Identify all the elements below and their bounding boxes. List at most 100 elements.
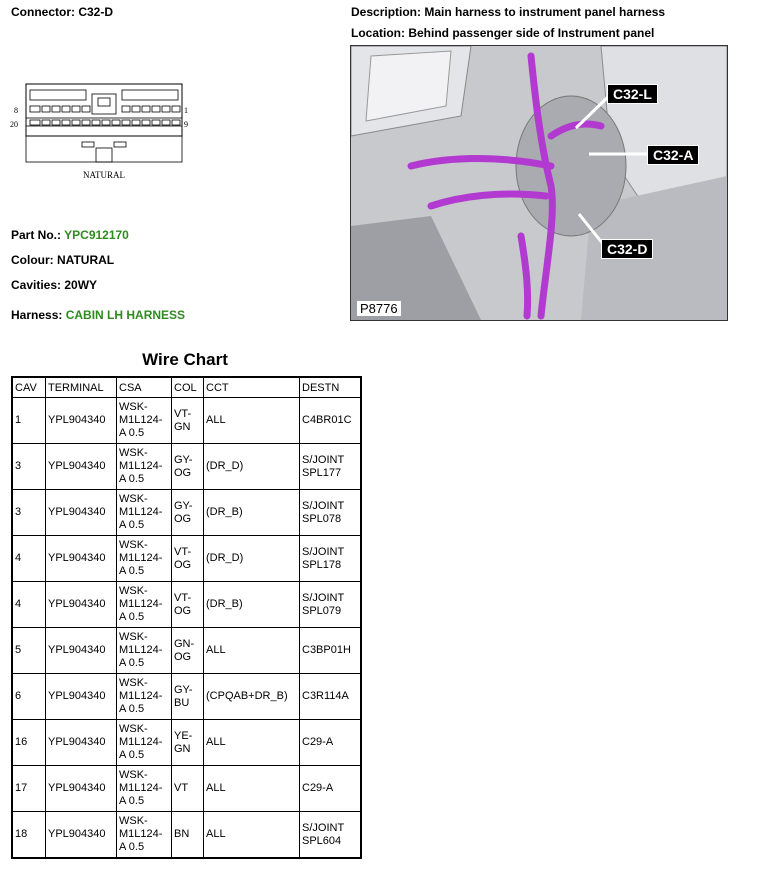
pin-label-bottom-right: 9 [184, 120, 188, 129]
cell-destn: S/JOINT SPL079 [299, 581, 362, 628]
harness-link[interactable]: CABIN LH HARNESS [65, 308, 186, 322]
cell-cct: ALL [203, 719, 300, 766]
cell-cct: ALL [203, 765, 300, 812]
callout-c32-d: C32-D [601, 239, 654, 259]
cell-csa: WSK-M1L124-A 0.5 [116, 627, 172, 674]
cell-csa: WSK-M1L124-A 0.5 [116, 535, 172, 582]
cell-cav: 3 [11, 489, 46, 536]
cell-destn: S/JOINT SPL178 [299, 535, 362, 582]
harness-line: Harness: CABIN LH HARNESS [11, 308, 185, 322]
pin-label-bottom-left: 20 [10, 120, 18, 129]
cell-csa: WSK-M1L124-A 0.5 [116, 397, 172, 444]
cell-cct: ALL [203, 627, 300, 674]
colour-value: NATURAL [57, 253, 115, 267]
cavities-value: 20WY [64, 278, 98, 292]
connector-label: Connector: [11, 5, 75, 19]
cell-terminal: YPL904340 [45, 581, 117, 628]
cell-cct: (DR_D) [203, 535, 300, 582]
cell-col: VT-OG [171, 581, 204, 628]
cell-terminal: YPL904340 [45, 489, 117, 536]
cell-csa: WSK-M1L124-A 0.5 [116, 581, 172, 628]
cell-col: YE-GN [171, 719, 204, 766]
colour-line: Colour: NATURAL [11, 253, 114, 267]
cell-destn: S/JOINT SPL177 [299, 443, 362, 490]
table-header-row: CAV TERMINAL CSA COL CCT DESTN [11, 376, 362, 398]
part-number-line: Part No.: YPC912170 [11, 228, 129, 242]
cell-cav: 16 [11, 719, 46, 766]
connector-heading: Connector: C32-D [11, 5, 113, 19]
header-csa: CSA [116, 376, 172, 398]
harness-label: Harness: [11, 308, 63, 322]
cell-terminal: YPL904340 [45, 811, 117, 859]
cell-col: VT [171, 765, 204, 812]
cell-cav: 18 [11, 811, 46, 859]
header-cct: CCT [203, 376, 300, 398]
pin-label-top-left: 8 [14, 106, 18, 115]
cell-destn: S/JOINT SPL604 [299, 811, 362, 859]
colour-label: Colour: [11, 253, 54, 267]
callout-c32-l: C32-L [607, 84, 658, 104]
cell-terminal: YPL904340 [45, 627, 117, 674]
photo-reference-id: P8776 [357, 301, 401, 316]
cell-cav: 1 [11, 397, 46, 444]
cavities-label: Cavities: [11, 278, 62, 292]
cell-terminal: YPL904340 [45, 397, 117, 444]
cell-cct: (DR_B) [203, 581, 300, 628]
cell-cav: 3 [11, 443, 46, 490]
cell-cct: ALL [203, 811, 300, 859]
part-number-link[interactable]: YPC912170 [64, 228, 129, 242]
cell-terminal: YPL904340 [45, 443, 117, 490]
cell-destn: C29-A [299, 719, 362, 766]
cell-col: GN-OG [171, 627, 204, 674]
cell-cav: 4 [11, 581, 46, 628]
header-terminal: TERMINAL [45, 376, 117, 398]
cell-csa: WSK-M1L124-A 0.5 [116, 443, 172, 490]
location-value: Behind passenger side of Instrument pane… [408, 26, 655, 40]
cell-col: VT-OG [171, 535, 204, 582]
cell-col: GY-OG [171, 489, 204, 536]
cell-cct: ALL [203, 397, 300, 444]
cell-cav: 6 [11, 673, 46, 720]
callout-c32-a: C32-A [647, 145, 700, 165]
cell-cct: (CPQAB+DR_B) [203, 673, 300, 720]
cell-destn: C29-A [299, 765, 362, 812]
cell-col: GY-OG [171, 443, 204, 490]
cell-terminal: YPL904340 [45, 765, 117, 812]
description-label: Description: [351, 5, 422, 19]
cell-terminal: YPL904340 [45, 673, 117, 720]
header-col: COL [171, 376, 204, 398]
cell-cav: 5 [11, 627, 46, 674]
cell-cav: 4 [11, 535, 46, 582]
cell-csa: WSK-M1L124-A 0.5 [116, 765, 172, 812]
cell-destn: C3R114A [299, 673, 362, 720]
cell-col: BN [171, 811, 204, 859]
cell-csa: WSK-M1L124-A 0.5 [116, 719, 172, 766]
wire-chart-title: Wire Chart [142, 350, 228, 369]
cell-col: GY-BU [171, 673, 204, 720]
location-line: Location: Behind passenger side of Instr… [351, 26, 654, 40]
description-line: Description: Main harness to instrument … [351, 5, 665, 19]
connector-face-diagram: 8 1 20 9 NATURAL [10, 83, 188, 180]
cell-col: VT-GN [171, 397, 204, 444]
cell-csa: WSK-M1L124-A 0.5 [116, 489, 172, 536]
location-label: Location: [351, 26, 405, 40]
cell-cct: (DR_B) [203, 489, 300, 536]
cell-csa: WSK-M1L124-A 0.5 [116, 673, 172, 720]
header-destn: DESTN [299, 376, 362, 398]
description-value: Main harness to instrument panel harness [424, 5, 666, 19]
cavities-line: Cavities: 20WY [11, 278, 97, 292]
location-photo: C32-L C32-A C32-D P8776 [350, 45, 728, 321]
cell-terminal: YPL904340 [45, 535, 117, 582]
connector-value: C32-D [78, 5, 114, 19]
